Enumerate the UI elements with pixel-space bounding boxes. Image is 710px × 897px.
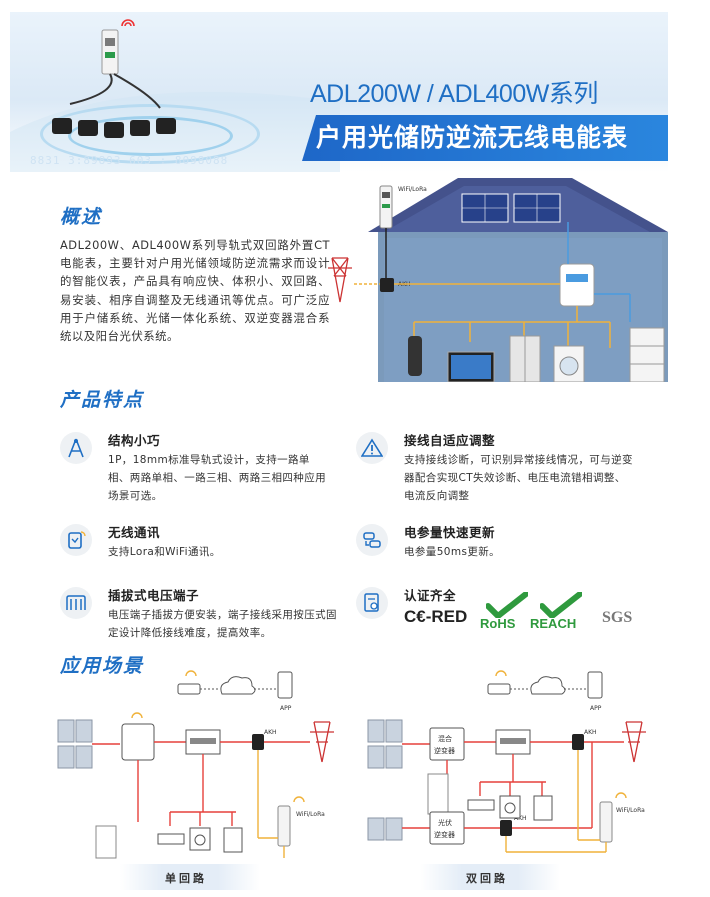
product-series-title: ADL200W / ADL400W系列: [310, 80, 598, 108]
pv-inverter-line2: 逆变器: [434, 830, 455, 839]
refresh-icon: [356, 524, 388, 556]
dual-ct-label-grid: AKH: [584, 729, 597, 736]
single-ct-label: AKH: [264, 729, 277, 736]
feature-name: 电参量快速更新: [404, 525, 496, 540]
dual-loop-label: 双回路: [466, 872, 508, 885]
single-app-label: APP: [280, 705, 292, 712]
features-heading: 产品特点: [60, 389, 145, 411]
hero-product-illustration: [10, 19, 340, 172]
hybrid-inverter-line1: 混合: [438, 734, 452, 743]
compass-icon: [60, 432, 92, 464]
hybrid-inverter-line2: 逆变器: [434, 746, 455, 755]
single-inverter: [121, 723, 155, 761]
dual-app-label: APP: [590, 705, 602, 712]
feature-desc: 1P，18mm标准导轨式设计，支持一路单相、两路单相、一路三相、两路三相四种应用…: [108, 454, 326, 502]
feature-name: 无线通讯: [108, 525, 161, 540]
wireless-icon: [60, 524, 92, 556]
house-inverter: [559, 263, 595, 307]
product-name-title: 户用光储防逆流无线电能表: [302, 115, 668, 161]
dual-pv-inverter: [429, 811, 465, 845]
feature-desc: 电压端子插拔方便安装，端子接线采用按压式固定设计降低接线难度，提高效率。: [108, 609, 337, 639]
applications-heading: 应用场景: [60, 655, 145, 677]
terminal-icon: [60, 587, 92, 619]
feature-name: 插拔式电压端子: [108, 588, 200, 603]
dual-hybrid-inverter: [429, 727, 465, 761]
sgs-mark: SGS: [602, 609, 633, 626]
feature-desc: 支持Lora和WiFi通讯。: [108, 546, 221, 558]
hero-banner: 8831 3:89893 603 : 8098088 ADL200W / ADL…: [10, 12, 668, 172]
single-loop-diagram: APP AKH WiFi/LoRa: [57, 670, 334, 859]
dual-label-bg: [420, 864, 560, 890]
dual-meter: [599, 801, 613, 843]
single-label-bg: [120, 864, 260, 890]
hero-backdrop-digits: 8831 3:89893 603 : 8098088: [30, 154, 229, 167]
feature-desc: 电参量50ms更新。: [404, 546, 501, 558]
house-system-diagram: WiFi/LoRa AKH: [328, 178, 668, 382]
single-loop-label: 单回路: [165, 872, 207, 885]
feature-desc: 支持接线诊断，可识别异常接线情况，可与逆变器配合实现CT失效诊断、电压电流错相调…: [404, 454, 633, 502]
dual-loop-diagram: APP 混合 逆变器 光伏 逆变器 AKH AKH: [367, 670, 646, 853]
warning-icon: [356, 432, 388, 464]
feature-name: 结构小巧: [108, 433, 161, 448]
certificate-icon: [356, 587, 388, 619]
ev-charger: [408, 336, 422, 376]
pv-inverter-line1: 光伏: [438, 818, 452, 827]
feature-name: 接线自适应调整: [404, 433, 496, 448]
single-meter: [277, 805, 291, 847]
dual-ct-sensor-grid: [572, 734, 584, 750]
transmission-tower-icon: [328, 257, 352, 303]
house-ct-sensor: [380, 278, 394, 292]
feature-name: 认证齐全: [404, 588, 457, 603]
brochure-page: 8831 3:89893 603 : 8098088 ADL200W / ADL…: [10, 12, 668, 892]
ce-red-mark: C€-RED: [404, 607, 468, 626]
single-comm-label: WiFi/LoRa: [296, 811, 325, 818]
single-ct-sensor: [252, 734, 264, 750]
house-comm-label: WiFi/LoRa: [398, 186, 427, 193]
overview-heading: 概述: [60, 206, 103, 228]
overview-text: ADL200W、ADL400W系列导轨式双回路外置CT电能表，主要针对户用光储领…: [60, 238, 330, 344]
dual-ct-sensor-pv: [500, 820, 512, 836]
battery-stack: [629, 327, 665, 382]
dual-comm-label: WiFi/LoRa: [616, 807, 645, 814]
